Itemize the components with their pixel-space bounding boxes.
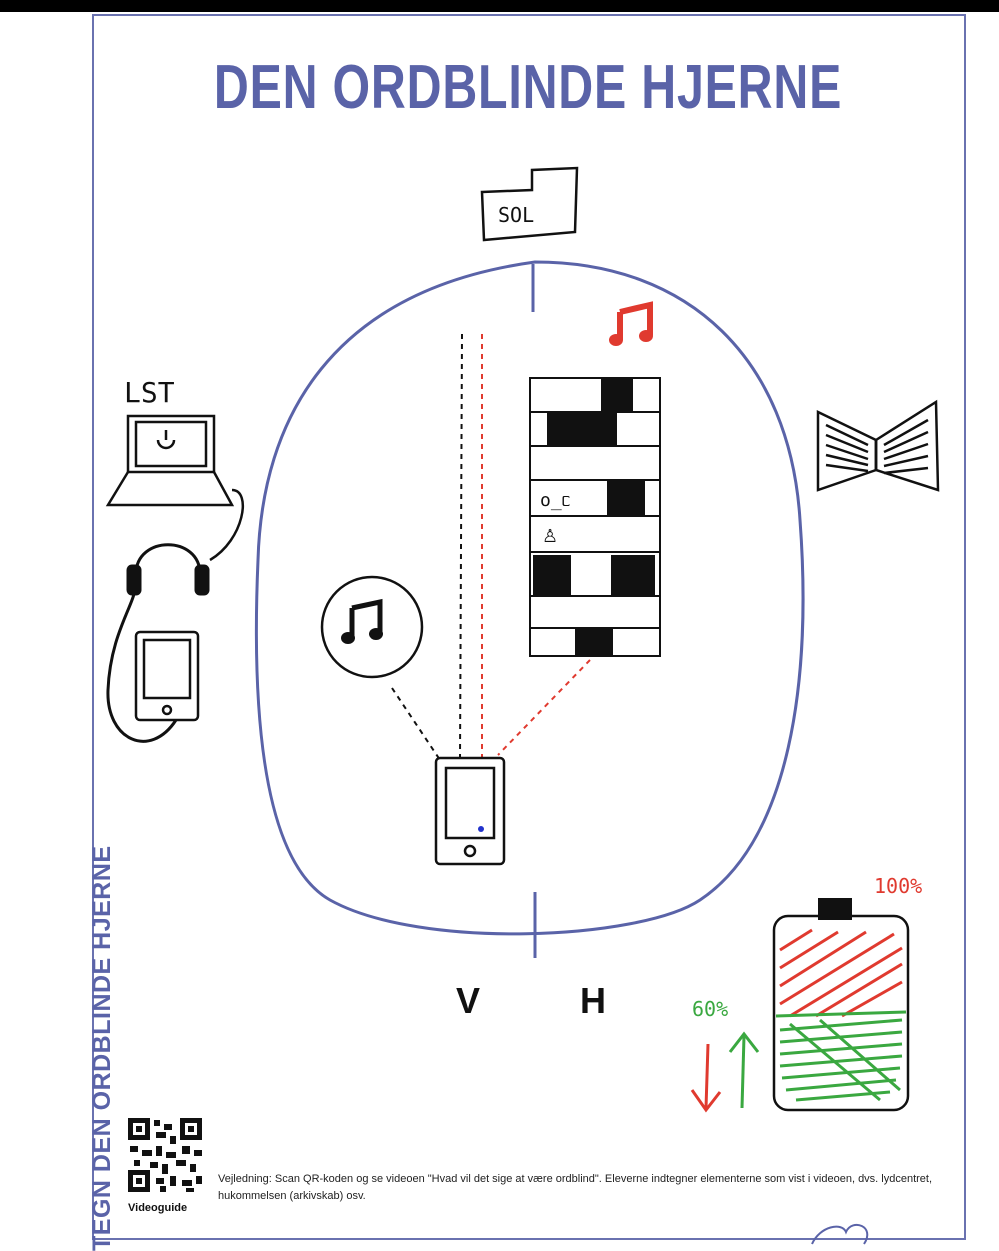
lst-label: LST bbox=[124, 376, 175, 409]
tablet-icon bbox=[136, 632, 198, 720]
left-hemisphere-label: V bbox=[456, 980, 480, 1022]
music-note-icon-red bbox=[609, 305, 653, 346]
doodle-scribble bbox=[812, 1225, 867, 1244]
battery-icon: 100% 60% bbox=[692, 874, 922, 1110]
percent-full-label: 100% bbox=[874, 874, 922, 898]
dashed-line-black bbox=[460, 334, 462, 760]
arrow-down-icon bbox=[692, 1044, 720, 1110]
instructions-text: Vejledning: Scan QR-koden og se videoen … bbox=[218, 1171, 948, 1205]
percent-partial-label: 60% bbox=[692, 997, 728, 1021]
svg-text:♙: ♙ bbox=[542, 526, 558, 547]
svg-text:o̲ᥴ: o̲ᥴ bbox=[540, 490, 571, 511]
dashed-line-cabinet bbox=[498, 660, 590, 755]
sol-label: SOL bbox=[498, 203, 534, 227]
qr-code-icon bbox=[128, 1118, 202, 1192]
dashed-line-music bbox=[392, 688, 440, 760]
music-note-icon bbox=[322, 577, 422, 677]
laptop-icon: LST bbox=[108, 376, 243, 560]
open-book-icon bbox=[818, 402, 938, 490]
phone-icon bbox=[436, 758, 504, 864]
headphones-icon bbox=[108, 545, 208, 742]
filing-cabinet-icon: o̲ᥴ ♙ bbox=[530, 378, 660, 656]
sol-sign-icon: SOL bbox=[482, 168, 577, 240]
arrow-up-icon bbox=[730, 1034, 758, 1108]
right-hemisphere-label: H bbox=[580, 980, 606, 1022]
qr-label: Videoguide bbox=[128, 1202, 187, 1214]
